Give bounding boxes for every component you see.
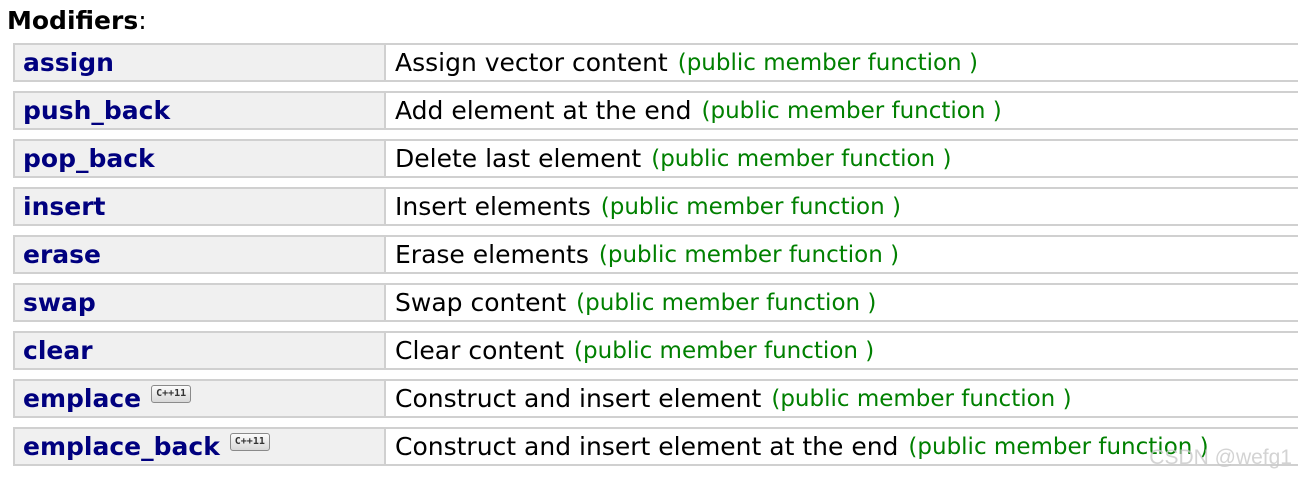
- member-description-cell: Insert elements (public member function …: [386, 189, 1298, 224]
- member-description-cell: Delete last element (public member funct…: [386, 141, 1298, 176]
- cpp11-badge-icon: C++11: [229, 432, 270, 451]
- member-kind: (public member function ): [677, 49, 978, 76]
- member-kind: (public member function ): [600, 193, 901, 220]
- member-kind: (public member function ): [701, 97, 1002, 124]
- member-description: Construct and insert element at the end: [395, 432, 899, 461]
- member-link-pop-back[interactable]: pop_back: [23, 144, 155, 173]
- member-link-emplace[interactable]: emplace: [23, 384, 142, 413]
- member-description: Add element at the end: [395, 96, 692, 125]
- section-heading-colon: :: [138, 6, 147, 35]
- member-name-cell: erase: [13, 237, 386, 272]
- member-kind: (public member function ): [576, 289, 877, 316]
- member-kind: (public member function ): [651, 145, 952, 172]
- member-name-cell: push_back: [13, 93, 386, 128]
- member-kind: (public member function ): [574, 337, 875, 364]
- member-description-cell: Add element at the end (public member fu…: [386, 93, 1298, 128]
- watermark: CSDN @wefg1: [1149, 446, 1292, 469]
- table-row-pop-back: pop_back Delete last element (public mem…: [13, 139, 1298, 178]
- member-description: Construct and insert element: [395, 384, 762, 413]
- member-link-erase[interactable]: erase: [23, 240, 101, 269]
- modifiers-table: assign Assign vector content (public mem…: [13, 43, 1298, 475]
- member-description: Assign vector content: [395, 48, 668, 77]
- table-row-emplace: emplace C++11 Construct and insert eleme…: [13, 379, 1298, 418]
- member-link-insert[interactable]: insert: [23, 192, 106, 221]
- member-description-cell: Erase elements (public member function ): [386, 237, 1298, 272]
- member-description: Insert elements: [395, 192, 591, 221]
- cpp11-badge-icon: C++11: [151, 384, 192, 403]
- table-row-emplace-back: emplace_back C++11 Construct and insert …: [13, 427, 1298, 466]
- table-row-push-back: push_back Add element at the end (public…: [13, 91, 1298, 130]
- member-kind: (public member function ): [908, 433, 1209, 460]
- table-row-assign: assign Assign vector content (public mem…: [13, 43, 1298, 82]
- member-name-cell: clear: [13, 333, 386, 368]
- table-row-insert: insert Insert elements (public member fu…: [13, 187, 1298, 226]
- member-description: Clear content: [395, 336, 565, 365]
- member-name-cell: pop_back: [13, 141, 386, 176]
- member-name-cell: assign: [13, 45, 386, 80]
- member-link-push-back[interactable]: push_back: [23, 96, 171, 125]
- member-description-cell: Construct and insert element at the end …: [386, 429, 1298, 464]
- member-description: Swap content: [395, 288, 567, 317]
- member-link-clear[interactable]: clear: [23, 336, 93, 365]
- member-description-cell: Construct and insert element (public mem…: [386, 381, 1298, 416]
- member-name-cell: emplace_back C++11: [13, 429, 386, 464]
- table-row-swap: swap Swap content (public member functio…: [13, 283, 1298, 322]
- section-heading: Modifiers:: [7, 6, 147, 35]
- table-row-erase: erase Erase elements (public member func…: [13, 235, 1298, 274]
- member-description-cell: Assign vector content (public member fun…: [386, 45, 1298, 80]
- member-kind: (public member function ): [598, 241, 900, 268]
- member-description-cell: Swap content (public member function ): [386, 285, 1298, 320]
- table-row-clear: clear Clear content (public member funct…: [13, 331, 1298, 370]
- member-link-assign[interactable]: assign: [23, 48, 114, 77]
- member-description: Erase elements: [395, 240, 589, 269]
- member-description-cell: Clear content (public member function ): [386, 333, 1298, 368]
- section-heading-title: Modifiers: [7, 6, 139, 35]
- member-link-emplace-back[interactable]: emplace_back: [23, 432, 220, 461]
- member-name-cell: insert: [13, 189, 386, 224]
- member-name-cell: emplace C++11: [13, 381, 386, 416]
- member-link-swap[interactable]: swap: [23, 288, 96, 317]
- member-name-cell: swap: [13, 285, 386, 320]
- member-description: Delete last element: [395, 144, 642, 173]
- member-kind: (public member function ): [771, 385, 1072, 412]
